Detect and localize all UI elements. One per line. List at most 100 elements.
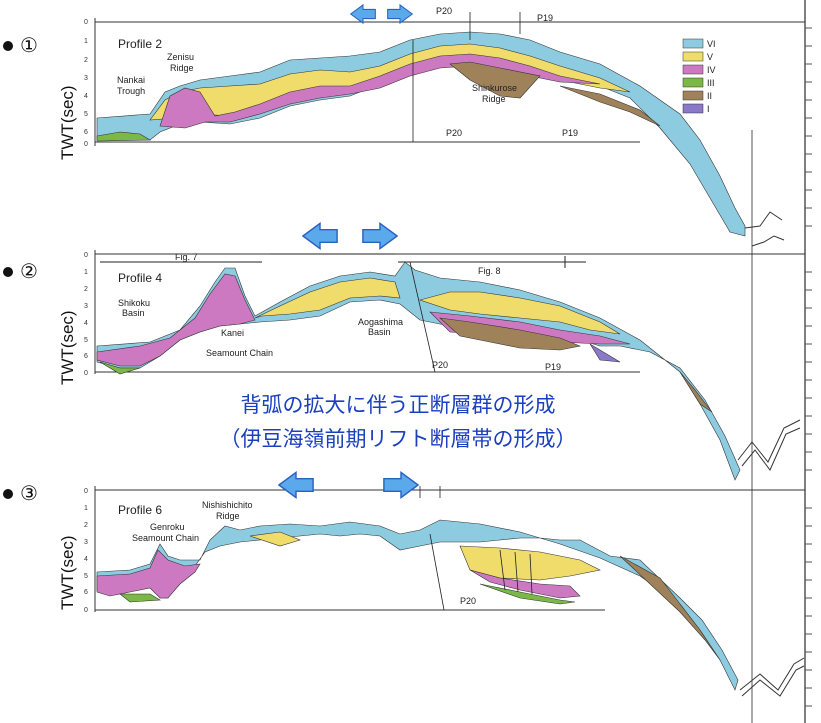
fault-lines [409, 261, 436, 373]
feature-label: Basin [368, 327, 391, 337]
ref-label: P20 [446, 128, 462, 138]
feature-label: Kanei [221, 328, 244, 338]
profile-title: Profile 2 [118, 37, 162, 51]
layer-legend: VI V IV III II I [682, 38, 716, 114]
bullet-dot [3, 41, 13, 51]
feature-label: Nishishichito [202, 500, 253, 510]
legend-label: V [707, 52, 713, 62]
svg-text:6: 6 [84, 589, 88, 596]
feature-label: Shikoku [118, 298, 150, 308]
legend-label: VI [707, 39, 716, 49]
feature-label: Basin [122, 308, 145, 318]
feature-label: Trough [117, 86, 145, 96]
svg-text:3: 3 [84, 303, 88, 310]
svg-text:0: 0 [84, 488, 88, 495]
svg-text:2: 2 [84, 522, 88, 529]
feature-label: Aogashima [358, 317, 403, 327]
caption-line-2: （伊豆海嶺前期リフト断層帯の形成） [220, 427, 577, 451]
y-axis-label: TWT(sec) [58, 310, 77, 385]
feature-label: Genroku [150, 522, 185, 532]
depth-axis [94, 486, 805, 612]
left-arrow-icon [302, 222, 338, 250]
bullet-dot [3, 489, 13, 499]
depth-ticks: 0 1 2 3 4 5 6 0 [84, 19, 88, 148]
right-tick-marks [805, 27, 812, 707]
profile-title: Profile 4 [118, 271, 162, 285]
y-axis-label: TWT(sec) [58, 85, 77, 160]
svg-text:1: 1 [84, 38, 88, 45]
caption-line-1: 背弧の拡大に伴う正断層群の形成 [241, 393, 556, 417]
trench-trace [744, 211, 783, 229]
feature-label: Ridge [216, 511, 240, 521]
fig-label: Fig. 7 [175, 252, 198, 262]
svg-text:5: 5 [84, 573, 88, 580]
bullet-dot [3, 267, 13, 277]
panel-1: ① TWT(sec) 0 1 2 3 4 5 6 0 [3, 4, 805, 247]
svg-text:4: 4 [84, 320, 88, 327]
right-arrow-icon [387, 4, 413, 24]
svg-text:4: 4 [84, 93, 88, 100]
seafloor-profile-4 [96, 261, 741, 481]
svg-text:5: 5 [84, 337, 88, 344]
svg-text:1: 1 [84, 505, 88, 512]
right-arrow-icon [383, 471, 419, 499]
ref-label: P19 [562, 128, 578, 138]
svg-text:0: 0 [84, 252, 88, 259]
trench-trace [739, 657, 805, 691]
trench-trace [737, 419, 801, 463]
panel-marker: ③ [20, 481, 38, 505]
svg-text:0: 0 [84, 141, 88, 148]
seafloor-profile-6 [96, 519, 739, 691]
left-arrow-icon [350, 4, 376, 24]
svg-text:5: 5 [84, 111, 88, 118]
ref-label: P20 [460, 596, 476, 606]
depth-ticks: 0 1 2 3 4 5 6 0 [84, 488, 88, 614]
svg-text:6: 6 [84, 129, 88, 136]
feature-label: Ridge [170, 63, 194, 73]
trench-trace [741, 427, 801, 471]
seafloor-profile-2 [96, 31, 746, 237]
profile-title: Profile 6 [118, 503, 162, 517]
svg-text:2: 2 [84, 57, 88, 64]
feature-label: Zenisu [167, 52, 194, 62]
panel-marker: ② [20, 259, 38, 283]
feature-label: Shinkurose [472, 83, 517, 93]
svg-text:0: 0 [84, 607, 88, 614]
legend-label: II [707, 91, 712, 101]
feature-label: Ridge [482, 94, 506, 104]
right-frame [751, 0, 812, 723]
depth-ticks: 0 1 2 3 4 5 6 0 [84, 252, 88, 377]
feature-label: Nankai [117, 75, 145, 85]
ref-label: P20 [436, 6, 452, 16]
trench-trace [751, 235, 785, 247]
ref-label: P20 [432, 360, 448, 370]
svg-text:3: 3 [84, 75, 88, 82]
figure-brackets [100, 253, 586, 268]
svg-text:6: 6 [84, 353, 88, 360]
legend-label: I [707, 104, 710, 114]
depth-axis [94, 250, 805, 374]
caption: 背弧の拡大に伴う正断層群の形成 （伊豆海嶺前期リフト断層帯の形成） [220, 393, 577, 451]
svg-text:1: 1 [84, 269, 88, 276]
legend-label: IV [707, 65, 716, 75]
svg-text:3: 3 [84, 539, 88, 546]
depth-axis [94, 18, 805, 146]
fault-lines [419, 486, 533, 611]
feature-label: Seamount Chain [132, 533, 199, 543]
right-arrow-icon [362, 222, 398, 250]
fault-lines [412, 12, 521, 142]
panel-marker: ① [20, 33, 38, 57]
ref-label: P19 [545, 362, 561, 372]
y-axis-label: TWT(sec) [58, 535, 77, 610]
svg-text:2: 2 [84, 286, 88, 293]
trench-trace [741, 665, 805, 697]
left-arrow-icon [278, 471, 314, 499]
ref-label: P19 [537, 13, 553, 23]
svg-text:0: 0 [84, 19, 88, 26]
legend-label: III [707, 78, 715, 88]
svg-text:4: 4 [84, 556, 88, 563]
panel-2: ② TWT(sec) 0 1 2 3 4 5 6 0 Fig. 7 Fig. 8 [3, 222, 805, 481]
svg-text:0: 0 [84, 370, 88, 377]
panel-3: ③ TWT(sec) 0 1 2 3 4 5 6 0 [3, 471, 805, 697]
